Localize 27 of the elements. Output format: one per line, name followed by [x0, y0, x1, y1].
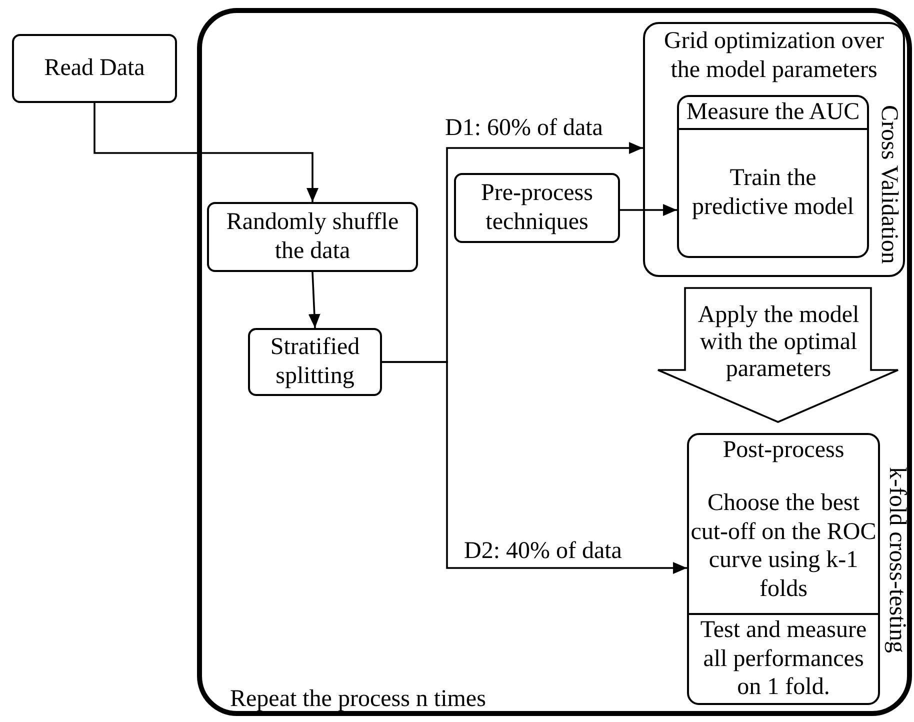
box-header: Measure the AUC [686, 98, 860, 127]
vertical-label: Cross Validation [877, 104, 901, 264]
process-box [454, 173, 620, 243]
arrow [620, 204, 677, 216]
box-text: Pre-process techniques [480, 179, 594, 237]
box-text: Train the predictive model [691, 164, 855, 222]
box-text: Stratified splitting [269, 333, 361, 391]
process-box [677, 95, 869, 258]
process-box [687, 433, 880, 705]
edge-label: Apply the model with the optimal parameters [698, 302, 860, 382]
arrow [94, 103, 318, 202]
box-text: Test and measure all performances on 1 fold. [699, 616, 868, 702]
arrow [382, 361, 687, 574]
box-text: Randomly shuffle the data [225, 208, 400, 266]
process-box [248, 328, 382, 396]
process-box [207, 202, 418, 272]
loop-frame [197, 8, 912, 716]
group-box [643, 22, 905, 277]
arrow [308, 272, 320, 328]
box-header: Post-process [722, 436, 844, 465]
process-box [12, 34, 177, 103]
frame-label: Repeat the process n times [230, 686, 486, 712]
side-label: k-fold cross-testing [885, 467, 909, 653]
box-text: Choose the best cut-off on the ROC curve using k-1 folds [690, 490, 876, 602]
box-text: Read Data [44, 54, 145, 83]
block-arrow [657, 287, 899, 423]
group-heading: Grid optimization over the model parameters [664, 28, 884, 83]
